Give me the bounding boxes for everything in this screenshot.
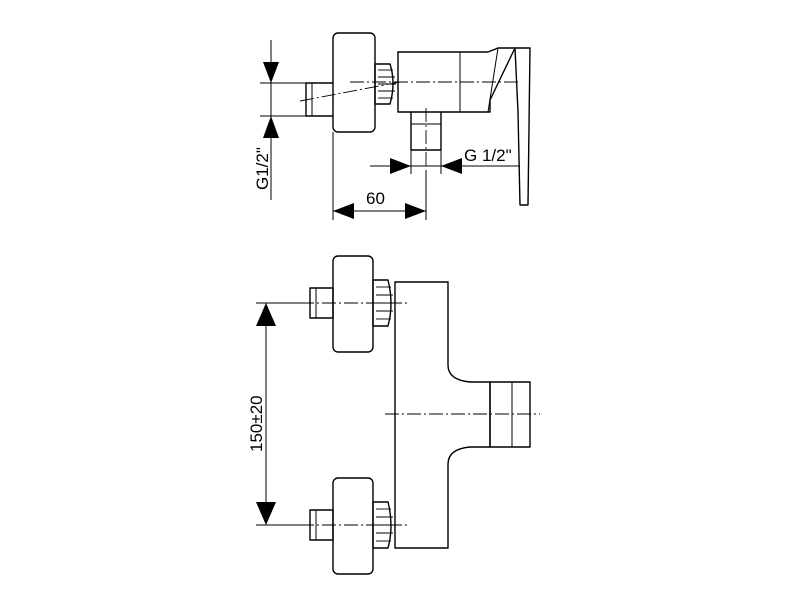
front-flange-bottom (332, 477, 374, 575)
arrow-down (263, 62, 279, 83)
side-outlet (410, 112, 442, 151)
arrow-up (263, 116, 279, 138)
dim-outlet-thread: G 1/2" (464, 146, 512, 165)
side-flange (332, 32, 376, 133)
side-view: G1/2" G 1/2" 60 (253, 32, 531, 220)
front-cartridge (489, 381, 531, 448)
dim-inlet-spacing: 150±20 (247, 395, 266, 452)
side-lever-handle (514, 47, 531, 206)
side-mixer-body (397, 47, 516, 113)
dim-projection: 60 (366, 189, 385, 208)
front-flange-top (332, 255, 374, 353)
front-view: 150±20 (247, 255, 540, 575)
front-nut-top (372, 279, 392, 327)
dim-inlet-thread-side: G1/2" (253, 147, 272, 190)
front-nut-bottom (372, 501, 392, 549)
front-mixer-body (394, 281, 491, 549)
side-union-nut (374, 63, 394, 105)
